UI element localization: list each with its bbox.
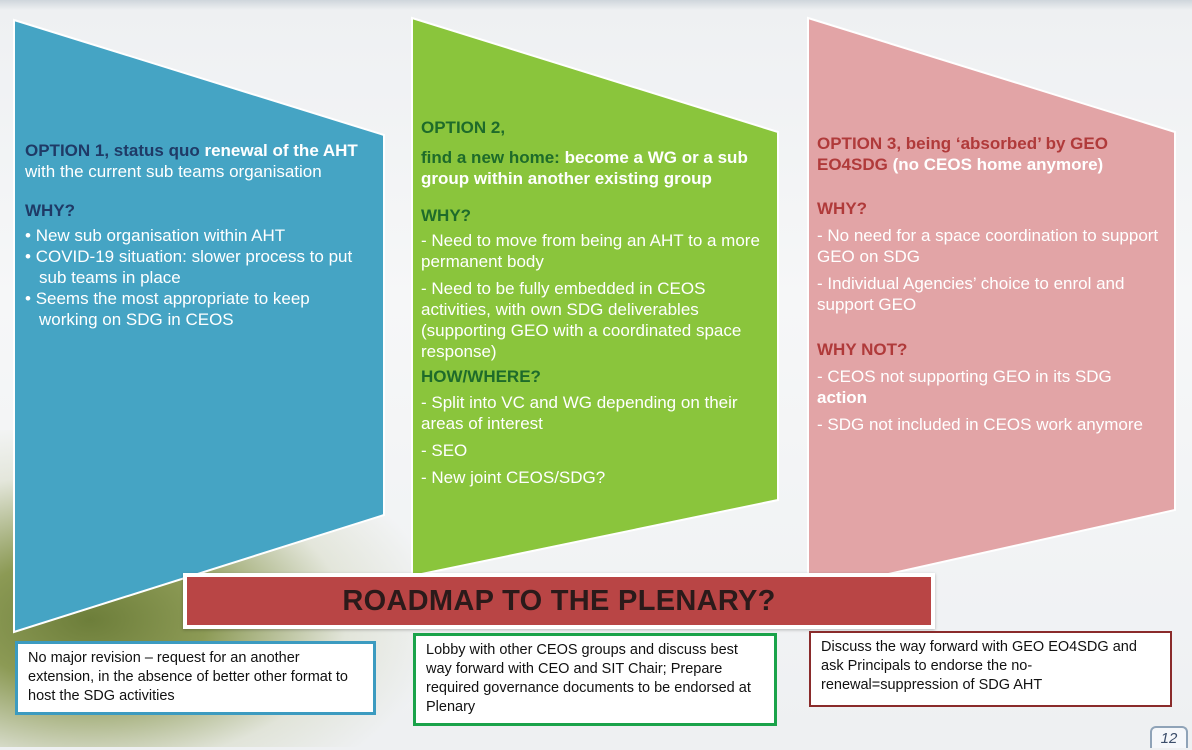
option2-title-part1: find a new home: (421, 148, 565, 167)
option1-why-heading: WHY? (25, 201, 76, 220)
option3-title-part2: (no CEOS home anymore) (887, 155, 1104, 174)
option2-why-item: - Need to move from being an AHT to a mo… (421, 231, 760, 271)
option2-panel: OPTION 2, find a new home: become a WG o… (421, 117, 766, 488)
option1-panel: OPTION 1, status quo renewal of the AHT … (25, 140, 370, 330)
option2-title: find a new home: become a WG or a sub gr… (421, 147, 766, 189)
option3-arrow (807, 16, 1176, 594)
option1-action-text: No major revision – request for an anoth… (28, 650, 348, 704)
option3-action-text: Discuss the way forward with GEO EO4SDG … (821, 639, 1137, 693)
option3-why-item: - Individual Agencies’ choice to enrol a… (817, 274, 1125, 314)
option2-title-part2: become a WG or a sub group within anothe… (421, 148, 748, 188)
option1-title-part3: with the current sub teams organisation (25, 162, 322, 181)
option3-whynot-item: - SDG not included in CEOS work anymore (817, 415, 1143, 434)
option3-why-item: - No need for a space coordination to su… (817, 226, 1159, 266)
option2-why-heading: WHY? (421, 206, 472, 225)
option3-whynot-item1-text: - CEOS not supporting GEO in its SDG (817, 367, 1112, 386)
option1-title: OPTION 1, status quo renewal of the AHT … (25, 140, 370, 182)
option2-how-item: - SEO (421, 441, 468, 460)
option1-title-part2: renewal of the AHT (204, 141, 358, 160)
option2-title-line1: OPTION 2, (421, 118, 506, 137)
roadmap-banner-label: ROADMAP TO THE PLENARY? (187, 577, 931, 625)
option3-whynot-item: - CEOS not supporting GEO in its SDG act… (817, 366, 1162, 408)
option1-action-box: No major revision – request for an anoth… (15, 641, 376, 715)
option1-title-part1: OPTION 1, status quo (25, 141, 205, 160)
option2-action-text: Lobby with other CEOS groups and discuss… (426, 642, 751, 715)
option3-why-heading: WHY? (817, 199, 868, 218)
top-divider (0, 0, 1192, 10)
roadmap-banner: ROADMAP TO THE PLENARY? (183, 573, 935, 629)
option3-panel: OPTION 3, being ‘absorbed’ by GEO EO4SDG… (817, 133, 1162, 435)
option3-action-box: Discuss the way forward with GEO EO4SDG … (809, 631, 1172, 707)
option1-arrow (13, 18, 385, 634)
option3-whynot-heading: WHY NOT? (817, 340, 908, 359)
option1-why-item: • New sub organisation within AHT (25, 226, 286, 245)
option2-how-item: - New joint CEOS/SDG? (421, 468, 606, 487)
page-number: 12 (1150, 726, 1188, 748)
option3-title-part1: OPTION 3, being ‘absorbed’ by GEO EO4SDG (817, 134, 1108, 174)
option2-action-box: Lobby with other CEOS groups and discuss… (413, 633, 777, 726)
option2-how-heading: HOW/WHERE? (421, 367, 541, 386)
option1-why-item: • COVID-19 situation: slower process to … (25, 247, 353, 287)
option2-why-item: - Need to be fully embedded in CEOS acti… (421, 279, 742, 361)
option2-arrow (411, 16, 779, 578)
option3-whynot-item1-bold: action (817, 388, 868, 407)
option2-how-item: - Split into VC and WG depending on thei… (421, 393, 738, 433)
option1-why-item: • Seems the most appropriate to keep wor… (25, 289, 310, 329)
option3-title: OPTION 3, being ‘absorbed’ by GEO EO4SDG… (817, 133, 1162, 175)
